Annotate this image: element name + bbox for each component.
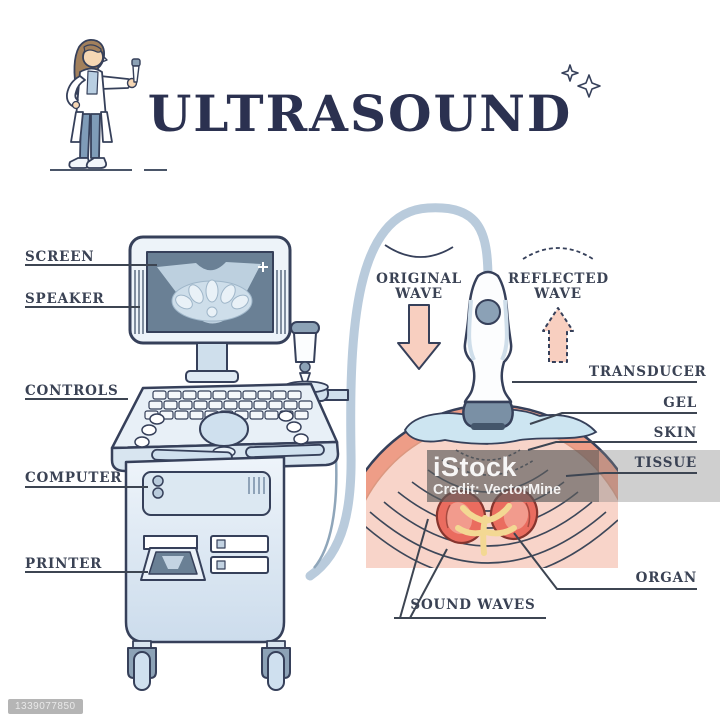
label-printer: PRINTER <box>25 556 103 572</box>
sound-wave-arcs <box>366 437 618 568</box>
image-id-badge: 1339077850 <box>8 699 83 714</box>
computer-unit <box>142 471 271 516</box>
label-controls: CONTROLS <box>25 383 119 399</box>
organ <box>435 487 539 556</box>
label-sound-waves: SOUND WAVES <box>410 597 536 613</box>
reflected-wave-arrow <box>522 247 594 363</box>
control-panel <box>110 382 340 473</box>
organ-vessels <box>455 503 517 556</box>
original-wave-arrow <box>384 244 454 370</box>
watermark-brand: iStock <box>433 452 518 482</box>
tissue-cross-section <box>366 403 618 568</box>
label-gel: GEL <box>663 395 697 411</box>
sparkle-icon <box>561 64 601 98</box>
monitor <box>128 235 292 345</box>
screen-sparkle-icon <box>258 262 268 272</box>
probe-cable <box>305 203 493 581</box>
label-organ: ORGAN <box>635 570 697 586</box>
speaker-grill-icon <box>134 270 286 334</box>
trackball <box>199 411 249 447</box>
printer-unit <box>140 535 206 581</box>
watermark-credit: Credit: VectorMine <box>433 482 562 498</box>
page-title: ULTRASOUND <box>147 84 573 143</box>
transducer-probe <box>462 270 514 430</box>
vent-icon <box>248 477 265 494</box>
label-computer: COMPUTER <box>25 470 123 486</box>
label-tissue: TISSUE <box>634 455 697 471</box>
label-speaker: SPEAKER <box>25 291 105 307</box>
person-figure <box>65 38 141 169</box>
leader-lines <box>25 264 697 619</box>
drive-bays <box>210 535 269 574</box>
label-reflected-wave: REFLECTED WAVE <box>508 271 609 302</box>
caster-wheels <box>127 640 291 691</box>
label-transducer: TRANSDUCER <box>589 364 707 380</box>
handheld-probe-icon <box>131 58 141 83</box>
label-original-wave: ORIGINAL WAVE <box>376 271 462 302</box>
ultrasound-machine <box>110 235 349 691</box>
label-skin: SKIN <box>653 425 697 441</box>
cart-body <box>124 455 286 644</box>
label-screen: SCREEN <box>25 249 95 265</box>
